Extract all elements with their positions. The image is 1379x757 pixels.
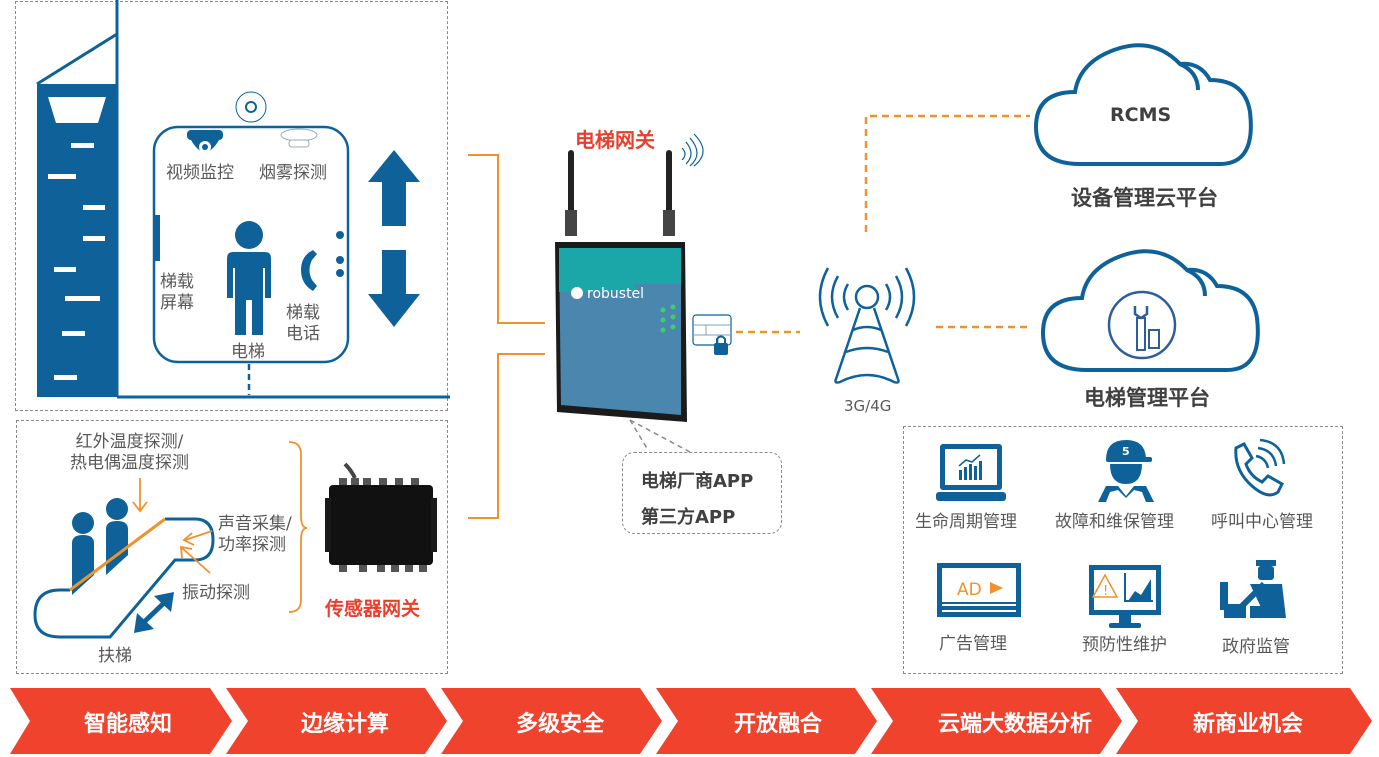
chevron-label: 边缘计算 bbox=[300, 712, 389, 737]
chevron-label: 新商业机会 bbox=[1192, 712, 1303, 737]
chevron-shape bbox=[441, 688, 662, 754]
smoke-detection-label: 烟雾探测 bbox=[259, 163, 327, 183]
down-arrow-icon bbox=[368, 250, 420, 327]
router-device-icon: robustel bbox=[555, 150, 687, 422]
video-monitoring-label: 视频监控 bbox=[166, 163, 234, 183]
elevator-label: 电梯 bbox=[231, 342, 265, 362]
elevator-mgmt-cloud-icon bbox=[1040, 249, 1260, 372]
wifi-icon bbox=[681, 133, 704, 167]
manufacturer-app-label[interactable]: 电梯厂商APP bbox=[641, 471, 754, 492]
rcms-cloud-label: RCMS bbox=[1110, 104, 1172, 126]
sensor-gateway-device-icon bbox=[325, 462, 437, 572]
infrared-temp-label: 红外温度探测/ 热电偶温度探测 bbox=[70, 432, 189, 475]
tower-label: 3G/4G bbox=[844, 397, 892, 415]
elevator-phone-label-line1: 梯载 bbox=[286, 303, 320, 323]
dome-camera-icon bbox=[187, 130, 223, 153]
feature-label: 故障和维保管理 bbox=[1055, 512, 1174, 532]
sensor-gateway-title: 传感器网关 bbox=[325, 598, 421, 620]
feature-label: 预防性维护 bbox=[1082, 635, 1167, 655]
elevator-gateway-title: 电梯网关 bbox=[575, 128, 655, 152]
feature-label: 呼叫中心管理 bbox=[1211, 512, 1313, 532]
officer-icon bbox=[1220, 560, 1286, 618]
elevator-car bbox=[152, 125, 350, 395]
chevron-shape bbox=[656, 688, 877, 754]
chevron-label: 智能感知 bbox=[83, 712, 172, 737]
worker-icon: 5 bbox=[1098, 440, 1154, 502]
chevron-shape bbox=[1116, 688, 1372, 754]
elevator-phone-label-line2: 电话 bbox=[286, 324, 320, 345]
laptop-chart-icon bbox=[936, 444, 1006, 501]
elevator-screen-label: 梯载 屏幕 bbox=[160, 272, 194, 315]
feature-label: 广告管理 bbox=[939, 634, 1007, 654]
chevron-shape bbox=[10, 688, 232, 754]
feature-label: 政府监管 bbox=[1222, 637, 1290, 657]
elevator-mgmt-cloud-title: 电梯管理平台 bbox=[1084, 386, 1210, 410]
person-icon bbox=[227, 221, 271, 335]
feature-label: 生命周期管理 bbox=[915, 512, 1017, 532]
firewall-lock-icon bbox=[692, 314, 732, 355]
sound-power-label: 声音采集/ 功率探测 bbox=[218, 514, 292, 557]
chevron-label: 开放融合 bbox=[733, 712, 822, 737]
phone-icon bbox=[301, 250, 317, 291]
chevron-shape bbox=[226, 688, 447, 754]
app-callout: 电梯厂商APP 第三方APP bbox=[622, 452, 782, 534]
phone-call-icon bbox=[1234, 438, 1286, 497]
router-brand-text: robustel bbox=[587, 286, 644, 302]
device-mgmt-cloud-title: 设备管理云平台 bbox=[1071, 186, 1218, 210]
features-frame bbox=[903, 426, 1343, 674]
cell-tower-icon bbox=[818, 267, 916, 384]
ad-text: AD bbox=[957, 580, 982, 600]
sound-power-label-line2: 功率探测 bbox=[218, 535, 286, 556]
up-arrow-icon bbox=[368, 150, 420, 226]
chevron-label: 云端大数据分析 bbox=[937, 712, 1092, 737]
third-party-app-label[interactable]: 第三方APP bbox=[641, 507, 736, 528]
bracket bbox=[288, 441, 308, 613]
infrared-temp-label-line1: 红外温度探测/ bbox=[75, 432, 184, 452]
elevator-phone-label: 梯载 电话 bbox=[286, 303, 320, 346]
infrared-temp-label-line2: 热电偶温度探测 bbox=[70, 453, 189, 474]
ad-screen-icon: AD bbox=[937, 563, 1021, 617]
elevator-section-frame bbox=[15, 1, 448, 411]
worker-cap-number: 5 bbox=[1122, 445, 1130, 458]
warning-mark: ! bbox=[1103, 584, 1108, 599]
rcms-cloud-icon bbox=[1033, 43, 1253, 166]
ceiling-sensor-icon bbox=[235, 91, 267, 123]
monitor-warning-icon: ! bbox=[1089, 565, 1161, 628]
elevator-screen-label-line1: 梯载 bbox=[160, 272, 194, 292]
building-icon bbox=[36, 0, 450, 399]
escalator-icon bbox=[33, 478, 215, 639]
escalator-label: 扶梯 bbox=[98, 646, 132, 666]
smoke-detector-icon bbox=[280, 128, 318, 148]
chevron-shape bbox=[871, 688, 1122, 754]
escalator-section-frame bbox=[16, 420, 448, 674]
sound-power-label-line1: 声音采集/ bbox=[218, 514, 292, 534]
elevator-screen-label-line2: 屏幕 bbox=[160, 293, 194, 314]
chevron-bar bbox=[10, 688, 1372, 754]
chevron-label: 多级安全 bbox=[515, 712, 604, 737]
vibration-label: 振动探测 bbox=[182, 583, 250, 603]
